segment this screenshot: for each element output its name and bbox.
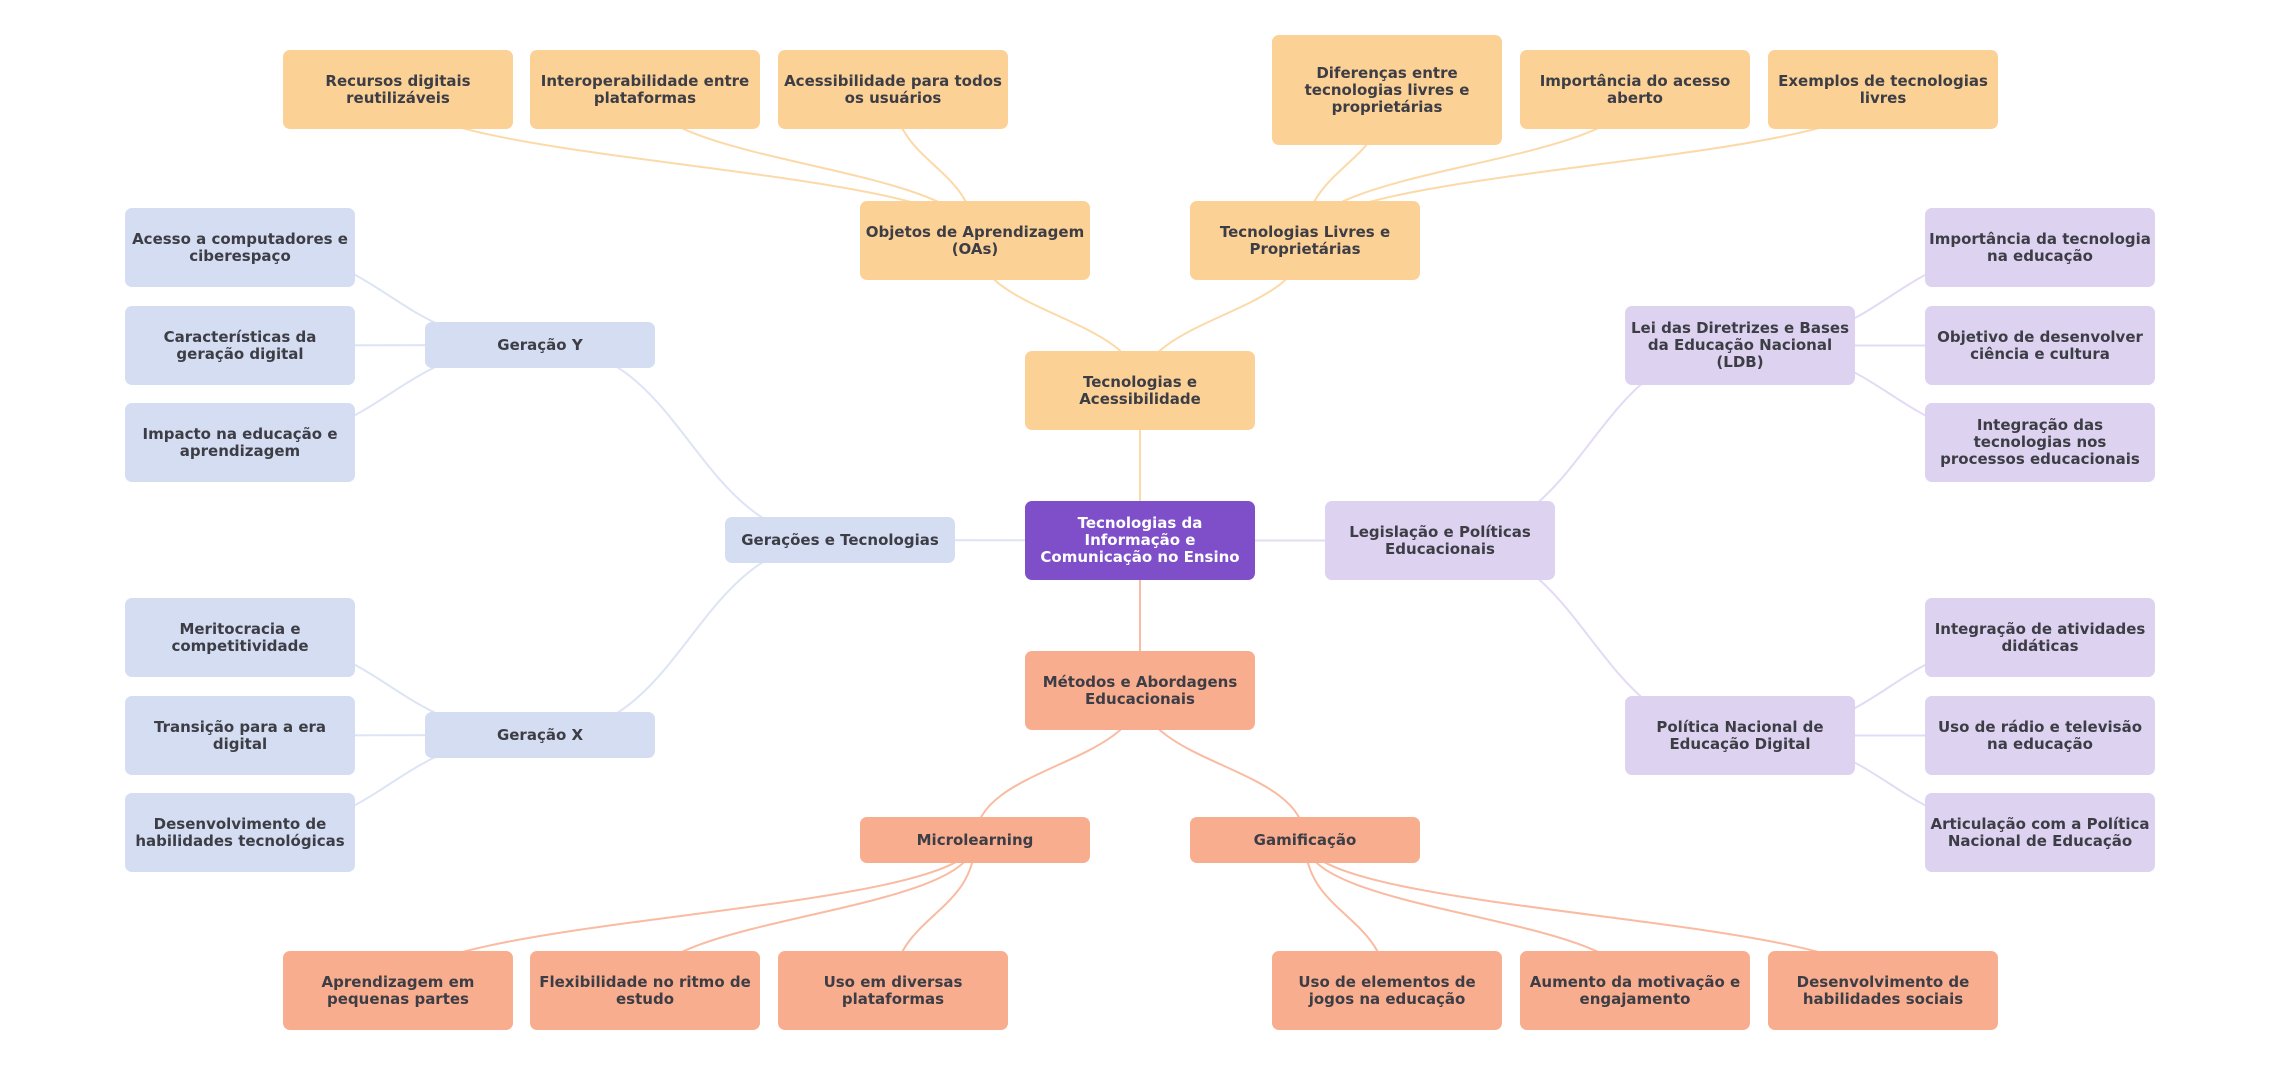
node-label: Desenvolvimento de habilidades sociais — [1796, 972, 1970, 1008]
leaf-objetivo-ciencia-cultura[interactable]: Objetivo de desenvolver ciência e cultur… — [1925, 306, 2155, 385]
leaf-diferencas-tecnologias[interactable]: Diferenças entre tecnologias livres e pr… — [1272, 35, 1502, 145]
leaf-habilidades-sociais[interactable]: Desenvolvimento de habilidades sociais — [1768, 951, 1998, 1030]
node-label: Características da geração digital — [163, 327, 317, 363]
node-microlearning[interactable]: Microlearning — [860, 817, 1090, 863]
node-label: Geração Y — [497, 335, 583, 354]
leaf-elementos-jogos[interactable]: Uso de elementos de jogos na educação — [1272, 951, 1502, 1030]
root-node-label: Tecnologias da Informação e Comunicação … — [1040, 514, 1240, 566]
node-tecnologias-livres[interactable]: Tecnologias Livres e Proprietárias — [1190, 201, 1420, 280]
leaf-integracao-tecnologias[interactable]: Integração das tecnologias nos processos… — [1925, 403, 2155, 482]
node-label: Aumento da motivação e engajamento — [1529, 972, 1741, 1008]
node-ldb[interactable]: Lei das Diretrizes e Bases da Educação N… — [1625, 306, 1855, 385]
leaf-acesso-aberto[interactable]: Importância do acesso aberto — [1520, 50, 1750, 129]
leaf-acesso-computadores[interactable]: Acesso a computadores e ciberespaço — [125, 208, 355, 287]
leaf-flexibilidade-ritmo[interactable]: Flexibilidade no ritmo de estudo — [530, 951, 760, 1030]
node-label: Diferenças entre tecnologias livres e pr… — [1304, 63, 1470, 116]
node-label: Objetos de Aprendizagem (OAs) — [865, 222, 1085, 258]
node-label: Lei das Diretrizes e Bases da Educação N… — [1630, 319, 1849, 371]
node-label: Legislação e Políticas Educacionais — [1349, 522, 1531, 558]
leaf-recursos-digitais[interactable]: Recursos digitais reutilizáveis — [283, 50, 513, 129]
leaf-meritocracia[interactable]: Meritocracia e competitividade — [125, 598, 355, 677]
node-objetos-aprendizagem[interactable]: Objetos de Aprendizagem (OAs) — [860, 201, 1090, 280]
node-label: Gamificação — [1253, 830, 1357, 849]
leaf-habilidades-tecnologicas[interactable]: Desenvolvimento de habilidades tecnológi… — [125, 793, 355, 872]
node-label: Gerações e Tecnologias — [741, 530, 939, 549]
node-label: Geração X — [496, 725, 584, 744]
branch-legislacao-politicas[interactable]: Legislação e Políticas Educacionais — [1325, 501, 1555, 580]
node-label: Meritocracia e competitividade — [171, 619, 309, 655]
node-label: Articulação com a Política Nacional de E… — [1930, 814, 2150, 850]
node-label: Política Nacional de Educação Digital — [1656, 717, 1824, 753]
connector-ge-gx — [539, 539, 841, 736]
node-label: Interoperabilidade entre plataformas — [540, 71, 750, 107]
leaf-acessibilidade-usuarios[interactable]: Acessibilidade para todos os usuários — [778, 50, 1008, 129]
node-label: Uso em diversas plataformas — [823, 972, 963, 1008]
leaf-transicao-era-digital[interactable]: Transição para a era digital — [125, 696, 355, 775]
node-label: Tecnologias e Acessibilidade — [1079, 372, 1201, 408]
leaf-integracao-atividades[interactable]: Integração de atividades didáticas — [1925, 598, 2155, 677]
node-label: Integração de atividades didáticas — [1934, 619, 2146, 655]
node-label: Importância da tecnologia na educação — [1929, 229, 2151, 265]
branch-tecnologias-acessibilidade[interactable]: Tecnologias e Acessibilidade — [1025, 351, 1255, 430]
leaf-impacto-educacao[interactable]: Impacto na educação e aprendizagem — [125, 403, 355, 482]
node-label: Flexibilidade no ritmo de estudo — [539, 972, 751, 1008]
node-label: Importância do acesso aberto — [1539, 71, 1731, 107]
leaf-exemplos-tecnologias-livres[interactable]: Exemplos de tecnologias livres — [1768, 50, 1998, 129]
leaf-importancia-tecnologia[interactable]: Importância da tecnologia na educação — [1925, 208, 2155, 287]
node-label: Uso de rádio e televisão na educação — [1937, 717, 2143, 753]
node-label: Aprendizagem em pequenas partes — [321, 972, 475, 1008]
node-politica-nacional-educacao-digital[interactable]: Política Nacional de Educação Digital — [1625, 696, 1855, 775]
node-label: Tecnologias Livres e Proprietárias — [1219, 222, 1391, 258]
leaf-radio-televisao[interactable]: Uso de rádio e televisão na educação — [1925, 696, 2155, 775]
leaf-interoperabilidade[interactable]: Interoperabilidade entre plataformas — [530, 50, 760, 129]
node-label: Objetivo de desenvolver ciência e cultur… — [1937, 327, 2143, 363]
node-label: Métodos e Abordagens Educacionais — [1042, 672, 1238, 708]
node-label: Microlearning — [916, 830, 1034, 849]
node-label: Uso de elementos de jogos na educação — [1298, 972, 1476, 1008]
node-gamificacao[interactable]: Gamificação — [1190, 817, 1420, 863]
root-node[interactable]: Tecnologias da Informação e Comunicação … — [1025, 501, 1255, 580]
node-label: Impacto na educação e aprendizagem — [142, 424, 338, 460]
node-label: Transição para a era digital — [153, 717, 327, 753]
leaf-motivacao-engajamento[interactable]: Aumento da motivação e engajamento — [1520, 951, 1750, 1030]
node-label: Acessibilidade para todos os usuários — [784, 71, 1002, 107]
leaf-articulacao-politica[interactable]: Articulação com a Política Nacional de E… — [1925, 793, 2155, 872]
leaf-diversas-plataformas[interactable]: Uso em diversas plataformas — [778, 951, 1008, 1030]
node-geracao-x[interactable]: Geração X — [425, 712, 655, 758]
node-label: Recursos digitais reutilizáveis — [325, 71, 471, 107]
node-label: Acesso a computadores e ciberespaço — [132, 229, 348, 265]
branch-metodos-abordagens[interactable]: Métodos e Abordagens Educacionais — [1025, 651, 1255, 730]
leaf-caracteristicas-geracao[interactable]: Características da geração digital — [125, 306, 355, 385]
node-label: Desenvolvimento de habilidades tecnológi… — [135, 814, 345, 850]
branch-geracoes-tecnologias[interactable]: Gerações e Tecnologias — [725, 517, 955, 563]
leaf-aprendizagem-pequenas-partes[interactable]: Aprendizagem em pequenas partes — [283, 951, 513, 1030]
node-geracao-y[interactable]: Geração Y — [425, 322, 655, 368]
node-label: Integração das tecnologias nos processos… — [1940, 416, 2140, 468]
connector-ge-gy — [539, 344, 841, 541]
node-label: Exemplos de tecnologias livres — [1778, 71, 1988, 107]
